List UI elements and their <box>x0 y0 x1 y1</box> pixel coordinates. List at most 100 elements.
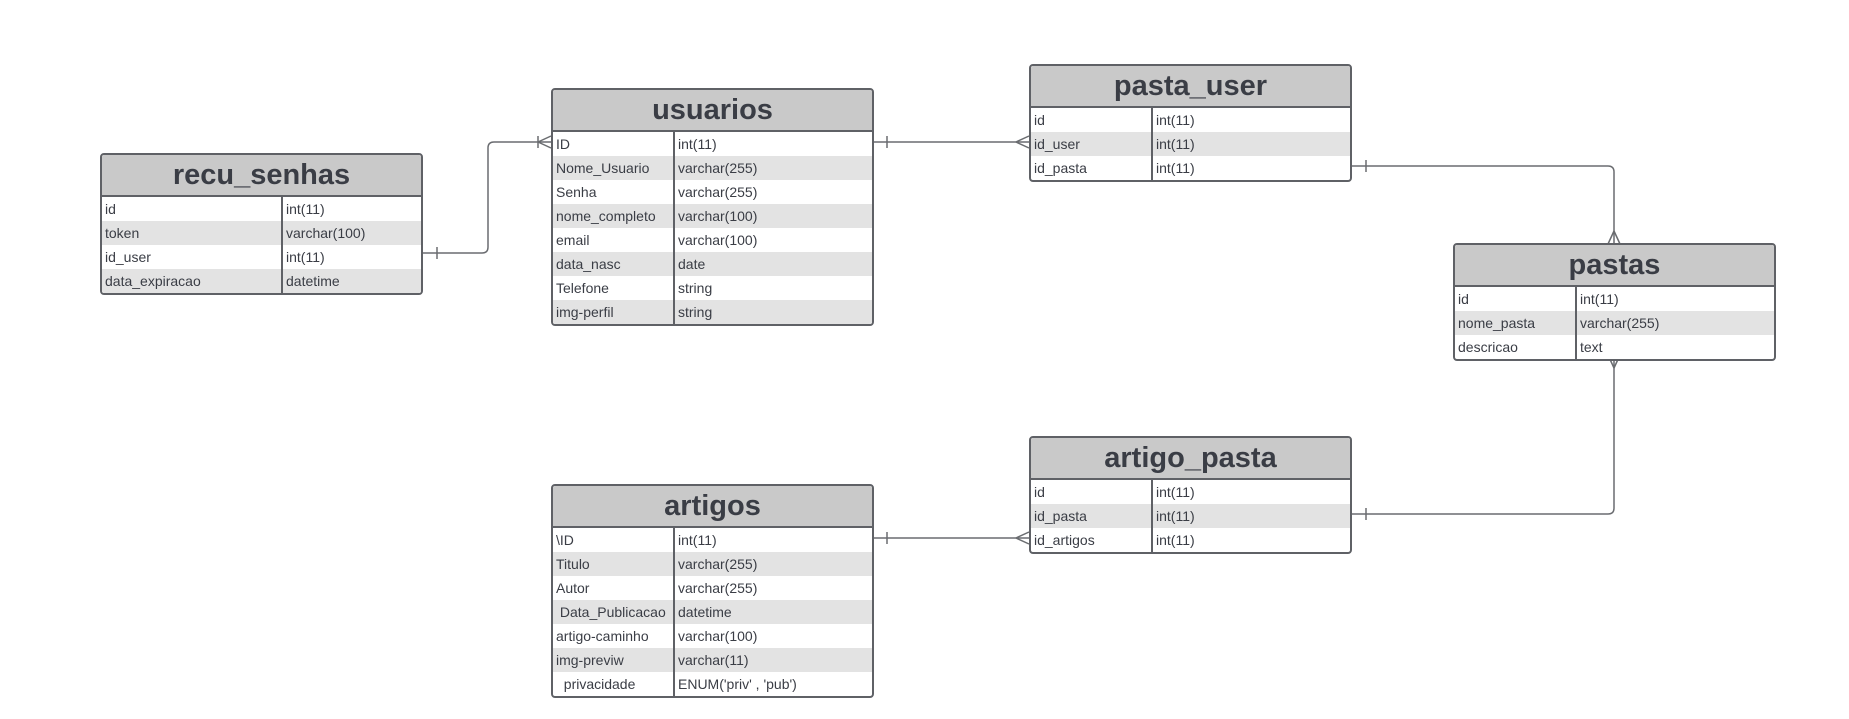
field-type: int(11) <box>1156 112 1195 128</box>
field-name: Autor <box>553 576 675 600</box>
crowfoot-artigo-pasta <box>1015 531 1030 545</box>
field-type: varchar(255) <box>678 556 758 572</box>
field-type: int(11) <box>1156 160 1195 176</box>
entity-title: artigos <box>553 486 872 528</box>
field-type: int(11) <box>1156 484 1195 500</box>
connector-recu-senhas-usuarios <box>422 141 551 254</box>
entity-title: artigo_pasta <box>1031 438 1350 480</box>
field-name: privacidade <box>553 672 675 696</box>
field-name: descricao <box>1455 335 1577 359</box>
field-name: img-perfil <box>553 300 675 324</box>
field-type: int(11) <box>286 249 325 265</box>
field-type: varchar(255) <box>678 160 758 176</box>
field-type: string <box>678 280 713 296</box>
entity-title: usuarios <box>553 90 872 132</box>
field-name: img-previw <box>553 648 675 672</box>
field-type: text <box>1580 339 1603 355</box>
field-name: id <box>1455 287 1577 311</box>
connector-pasta-user-pastas <box>1351 165 1615 244</box>
field-name: nome_pasta <box>1455 311 1577 335</box>
field-type: int(11) <box>1156 136 1195 152</box>
field-name: artigo-caminho <box>553 624 675 648</box>
field-name: \ID <box>553 528 675 552</box>
field-type: varchar(100) <box>678 628 758 644</box>
field-name: token <box>102 221 283 245</box>
field-type: int(11) <box>1156 508 1195 524</box>
field-name: ID <box>553 132 675 156</box>
field-type: varchar(255) <box>678 184 758 200</box>
field-name: Senha <box>553 180 675 204</box>
field-name: data_expiracao <box>102 269 283 293</box>
field-type: varchar(11) <box>678 652 749 668</box>
field-type: int(11) <box>678 136 717 152</box>
field-name: id_artigos <box>1031 528 1153 552</box>
field-type: varchar(255) <box>1580 315 1660 331</box>
field-type: varchar(100) <box>678 208 758 224</box>
field-name: Data_Publicacao <box>553 600 675 624</box>
entity-title: recu_senhas <box>102 155 421 197</box>
field-name: id_pasta <box>1031 504 1153 528</box>
field-name: data_nasc <box>553 252 675 276</box>
field-name: Nome_Usuario <box>553 156 675 180</box>
field-type: int(11) <box>678 532 717 548</box>
field-name: id <box>1031 480 1153 504</box>
field-name: id_pasta <box>1031 156 1153 180</box>
field-name: nome_completo <box>553 204 675 228</box>
field-name: id_user <box>102 245 283 269</box>
field-type: varchar(100) <box>678 232 758 248</box>
crowfoot-usuarios <box>537 135 552 149</box>
field-type: date <box>678 256 706 272</box>
field-type: ENUM('priv' , 'pub') <box>678 676 797 692</box>
field-type: int(11) <box>286 201 325 217</box>
field-name: email <box>553 228 675 252</box>
field-type: varchar(100) <box>286 225 366 241</box>
crowfoot-pastas-top <box>1607 230 1621 245</box>
field-name: Telefone <box>553 276 675 300</box>
field-type: int(11) <box>1580 291 1619 307</box>
connector-pastas-artigo-pasta <box>1351 355 1615 515</box>
field-type: datetime <box>286 273 340 289</box>
field-name: Titulo <box>553 552 675 576</box>
entity-title: pasta_user <box>1031 66 1350 108</box>
field-type: datetime <box>678 604 732 620</box>
